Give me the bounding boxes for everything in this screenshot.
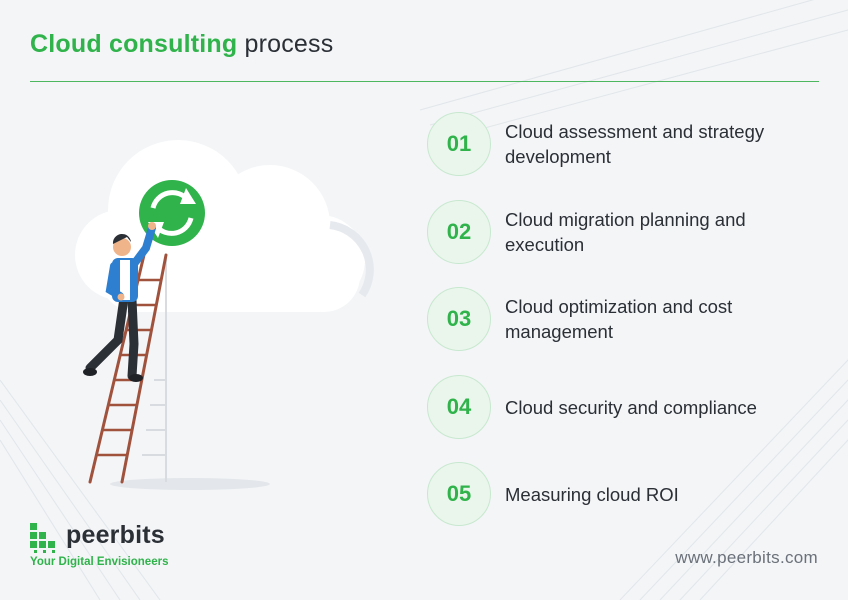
person-figure bbox=[83, 222, 156, 382]
step-label: Measuring cloud ROI bbox=[505, 483, 679, 505]
cloud-ladder-illustration bbox=[75, 140, 374, 490]
peerbits-logo-icon bbox=[30, 523, 55, 553]
brand-tagline: Your Digital Envisioneers bbox=[30, 556, 169, 568]
step-number-badge: 01 bbox=[427, 112, 491, 176]
step-number-badge: 05 bbox=[427, 462, 491, 526]
step-label: Cloud assessment and strategy developmen… bbox=[505, 121, 765, 167]
step-item: 02 Cloud migration planning and executio… bbox=[427, 200, 827, 264]
step-number-badge: 04 bbox=[427, 375, 491, 439]
title-divider bbox=[30, 81, 819, 82]
step-item: 04 Cloud security and compliance bbox=[427, 375, 827, 439]
step-item: 03 Cloud optimization and cost managemen… bbox=[427, 287, 827, 351]
step-number-badge: 02 bbox=[427, 200, 491, 264]
brand-logo: peerbits Your Digital Envisioneers bbox=[30, 521, 190, 571]
step-label: Cloud migration planning and execution bbox=[505, 209, 746, 255]
step-label: Cloud optimization and cost management bbox=[505, 296, 733, 342]
website-url: www.peerbits.com bbox=[675, 548, 818, 567]
step-item: 05 Measuring cloud ROI bbox=[427, 462, 827, 526]
page-title: Cloud consulting process bbox=[30, 30, 333, 59]
page-title-highlight: Cloud consulting bbox=[30, 30, 238, 58]
step-number-badge: 03 bbox=[427, 287, 491, 351]
page-title-rest: process bbox=[244, 30, 334, 58]
brand-name: peerbits bbox=[66, 521, 165, 549]
step-label: Cloud security and compliance bbox=[505, 396, 757, 418]
step-item: 01 Cloud assessment and strategy develop… bbox=[427, 112, 827, 176]
